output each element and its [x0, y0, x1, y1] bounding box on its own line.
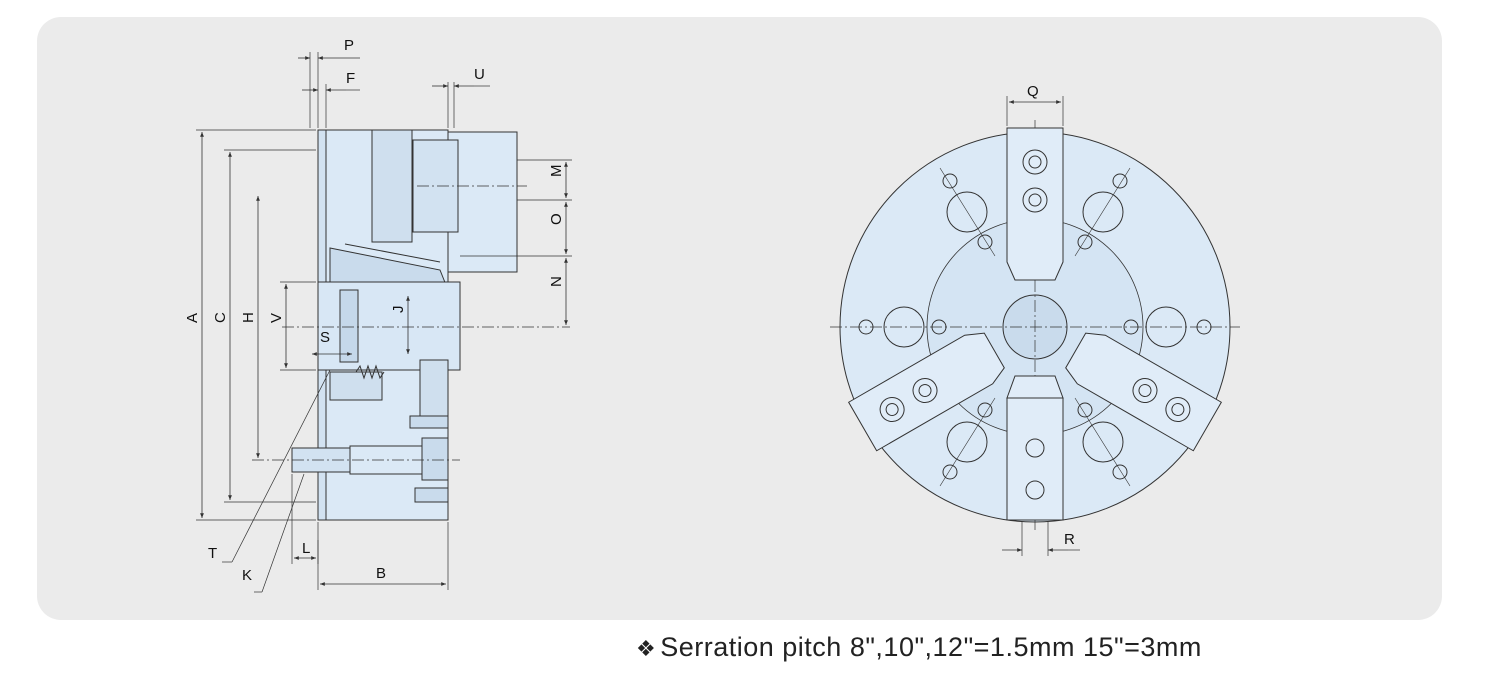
label-S: S: [320, 329, 330, 346]
label-H: H: [240, 312, 257, 323]
label-O: O: [548, 213, 565, 225]
label-V: V: [268, 313, 285, 323]
mounting-holes: [858, 167, 1212, 487]
label-P: P: [344, 37, 354, 54]
label-L: L: [302, 540, 310, 557]
front-view-labels: Q R: [1027, 83, 1075, 548]
label-Q: Q: [1027, 83, 1039, 100]
label-U: U: [474, 66, 485, 83]
center-piston: [317, 281, 461, 371]
side-view: [196, 52, 572, 593]
label-B: B: [376, 565, 386, 582]
label-N: N: [548, 276, 565, 287]
label-C: C: [212, 312, 229, 323]
side-view-labels: P F U A C H V S J M O N T K L B: [184, 37, 565, 584]
serration-text: Serration pitch 8",10",12"=1.5mm 15"=3mm: [660, 632, 1202, 662]
diamond-icon: ❖: [636, 636, 657, 661]
label-A: A: [184, 313, 201, 323]
label-T: T: [208, 545, 217, 562]
label-F: F: [346, 70, 355, 87]
jaw-right: [1065, 332, 1223, 452]
jaw-bottom: [1006, 375, 1064, 521]
label-R: R: [1064, 531, 1075, 548]
serration-caption: ❖Serration pitch 8",10",12"=1.5mm 15"=3m…: [636, 632, 1202, 663]
label-M: M: [548, 165, 565, 178]
label-J: J: [390, 306, 407, 314]
jaw-left: [847, 332, 1005, 452]
label-K: K: [242, 567, 252, 584]
front-view: [830, 96, 1240, 556]
jaw-top: [1006, 127, 1064, 281]
